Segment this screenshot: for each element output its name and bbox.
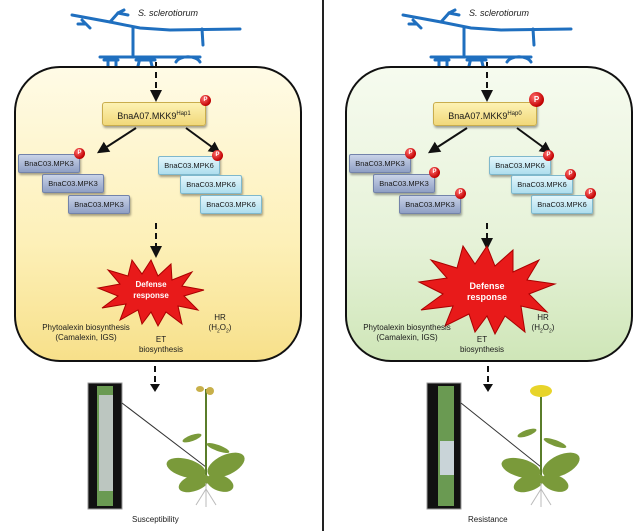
plant-cell: BnaA07.MKK9Hap1 P BnaC03.MPK3 P BnaC03.M… xyxy=(14,62,302,362)
hyphae-icon xyxy=(401,8,573,68)
mpk3-box: BnaC03.MPK3 xyxy=(399,195,461,214)
defense-star-icon xyxy=(96,258,205,328)
mpk3-box: BnaC03.MPK3 xyxy=(68,195,130,214)
hr-label: HR(H2O2) xyxy=(208,313,232,335)
phospho-icon: P xyxy=(455,188,466,199)
mpk6-box: BnaC03.MPK6 xyxy=(200,195,262,214)
mpk3-box: BnaC03.MPK3 xyxy=(373,174,435,193)
infected-stem-photo xyxy=(426,382,462,510)
phospho-icon: P xyxy=(565,169,576,180)
outcome-label: Resistance xyxy=(468,515,508,524)
phospho-icon: P xyxy=(200,95,211,106)
mkk9-label: BnaA07.MKK9 xyxy=(448,111,508,121)
phospho-icon: P xyxy=(405,148,416,159)
phospho-icon: P xyxy=(529,92,544,107)
mkk9-box: BnaA07.MKK9Hap0 xyxy=(433,102,537,126)
hyphae-icon xyxy=(70,8,242,68)
mpk6-box: BnaC03.MPK6 xyxy=(531,195,593,214)
mpk6-box: BnaC03.MPK6 xyxy=(180,175,242,194)
mpk6-box: BnaC03.MPK6 xyxy=(158,156,220,175)
pathogen-label: S. sclerotiorum xyxy=(138,8,199,18)
phospho-icon: P xyxy=(212,150,223,161)
outcome-label: Susceptibility xyxy=(132,515,179,524)
plant-cell: BnaA07.MKK9Hap0 P BnaC03.MPK3 P BnaC03.M… xyxy=(345,62,633,362)
plant-icon xyxy=(460,385,580,507)
hr-label: HR(H2O2) xyxy=(531,313,555,335)
phospho-icon: P xyxy=(543,150,554,161)
phospho-icon: P xyxy=(74,148,85,159)
phytoalexin-label: Phytoalexin biosynthesis(Camalexin, IGS) xyxy=(363,323,451,342)
defense-star-icon xyxy=(417,244,557,336)
resistant-panel: S. sclerotiorum BnaA07.MKK9Hap0 P BnaC03… xyxy=(321,0,642,531)
mpk3-box: BnaC03.MPK3 xyxy=(18,154,80,173)
mpk3-box: BnaC03.MPK3 xyxy=(42,174,104,193)
phospho-icon: P xyxy=(585,188,596,199)
mpk6-box: BnaC03.MPK6 xyxy=(511,175,573,194)
arrows xyxy=(96,62,221,258)
phytoalexin-label: Phytoalexin biosynthesis(Camalexin, IGS) xyxy=(42,323,130,342)
mkk9-allele: Hap1 xyxy=(176,111,191,117)
panel-divider xyxy=(322,0,324,531)
susceptible-panel: S. sclerotiorum BnaA07.MKK9Hap1 P BnaC03… xyxy=(14,8,302,524)
infected-stem-photo xyxy=(87,382,123,510)
mkk9-box: BnaA07.MKK9Hap1 xyxy=(102,102,206,126)
arrows xyxy=(427,62,552,250)
outcome-arrow xyxy=(483,366,493,392)
pathogen-label: S. sclerotiorum xyxy=(469,8,530,18)
outcome-arrow xyxy=(150,366,160,392)
mkk9-label: BnaA07.MKK9 xyxy=(117,111,177,121)
phospho-icon: P xyxy=(429,167,440,178)
mpk6-box: BnaC03.MPK6 xyxy=(489,156,551,175)
plant-icon xyxy=(121,386,245,507)
mpk3-box: BnaC03.MPK3 xyxy=(349,154,411,173)
mkk9-allele: Hap0 xyxy=(507,111,522,117)
